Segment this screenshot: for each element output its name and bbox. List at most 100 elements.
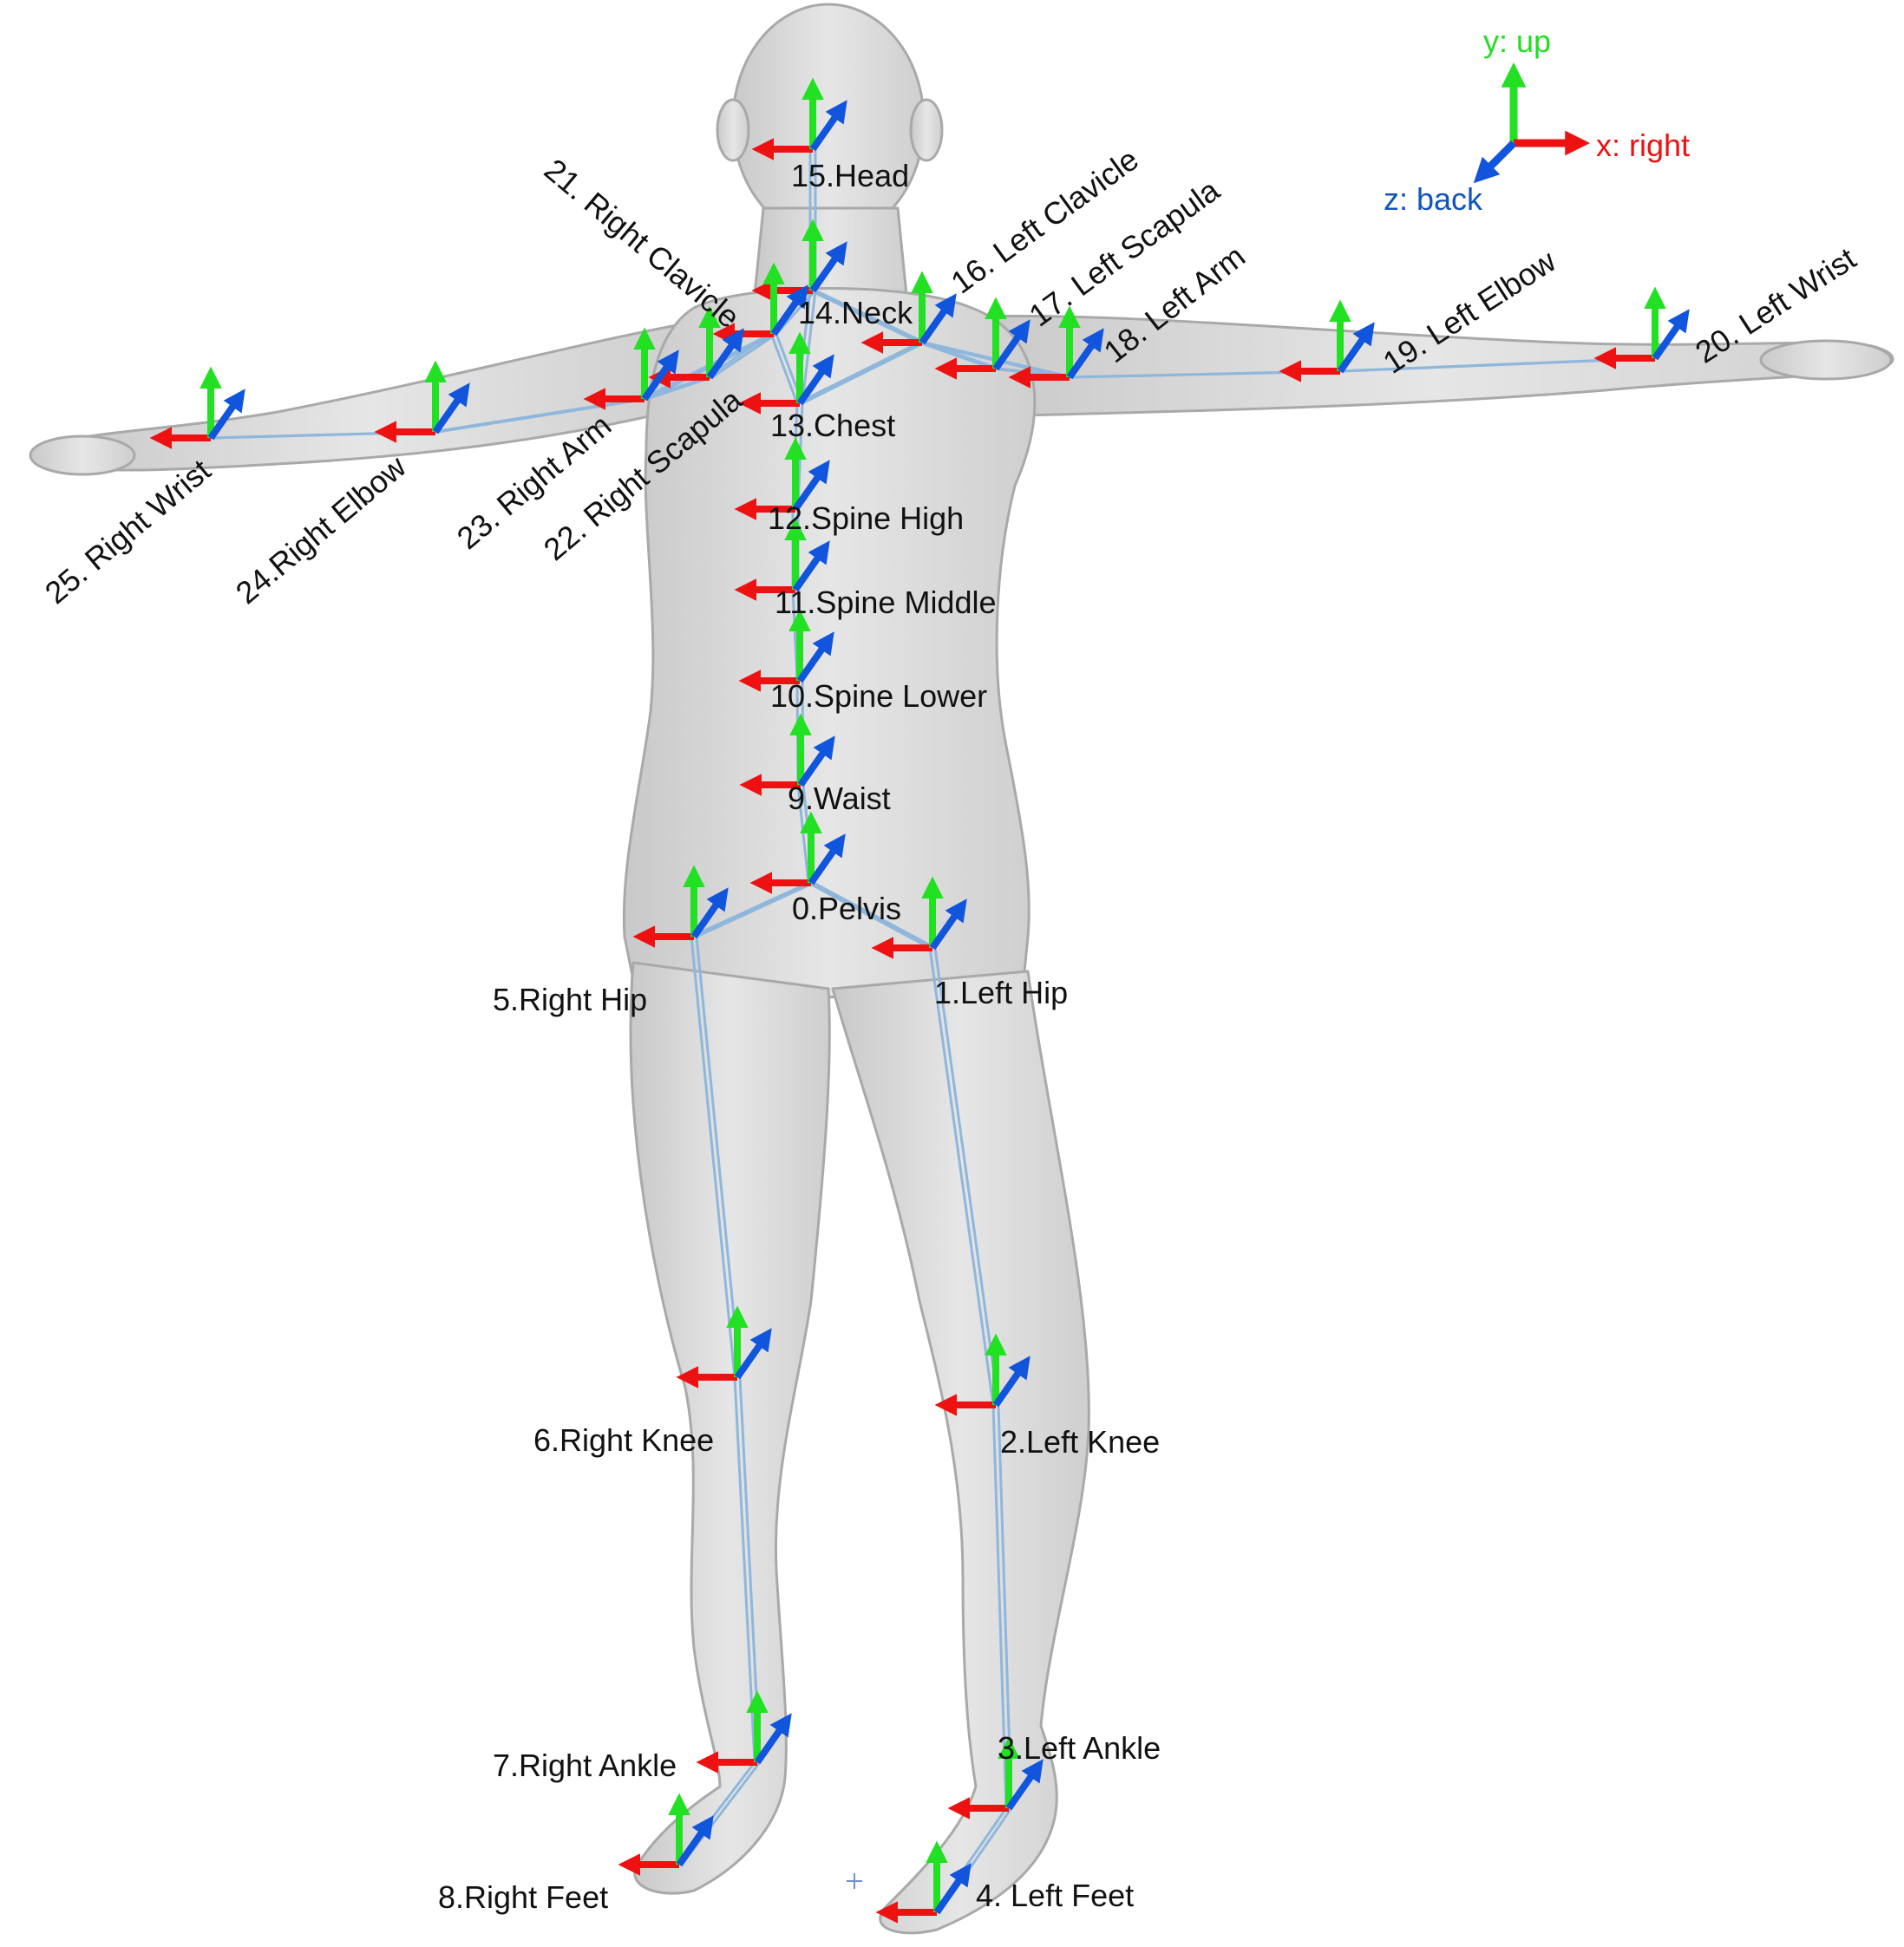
joint-right-wrist-z-arrow (207, 389, 245, 441)
joint-left-clavicle (860, 271, 957, 354)
legend-z-arrow (1473, 140, 1517, 184)
body-ear-right (716, 98, 750, 162)
bone-neck-to-left-clavicle (809, 289, 920, 344)
body-right-leg (629, 961, 831, 1895)
crosshair-icon (847, 1873, 862, 1889)
joint-spine-middle (734, 518, 830, 601)
joint-left-arm-z-arrow (1066, 328, 1104, 380)
joint-label-right-clavicle: 21. Right Clavicle (538, 152, 747, 335)
joint-label-right-knee: 6.Right Knee (533, 1422, 714, 1458)
joint-label-right-hip: 5.Right Hip (493, 982, 647, 1017)
joint-waist (739, 713, 835, 796)
bone-left-clavicle-to-left-scapula (919, 341, 994, 370)
bone-left-hip-to-left-knee (933, 947, 1000, 1406)
joint-label-neck: 14.Neck (798, 295, 913, 330)
joint-left-clavicle-z-arrow (919, 293, 957, 345)
joint-left-arm (1008, 305, 1104, 389)
joint-spine-high (734, 437, 830, 520)
bone-pelvis-to-right-hip (690, 881, 809, 938)
bone-pelvis-to-left-hip (808, 881, 931, 950)
legend-x-label: x: right (1596, 127, 1690, 163)
joint-left-knee-z-arrow (992, 1356, 1031, 1408)
body-ear-left (909, 98, 944, 162)
joint-right-knee (676, 1305, 772, 1388)
joint-left-ankle (947, 1736, 1044, 1820)
bone-right-hip-to-right-knee (690, 936, 736, 1378)
joint-right-arm (583, 327, 679, 410)
bone-right-clavicle-to-right-scapula (711, 332, 777, 379)
joint-label-right-feet: 8.Right Feet (438, 1879, 608, 1915)
joint-spine-lower (738, 609, 834, 692)
joint-label-left-ankle: 3.Left Ankle (998, 1730, 1161, 1766)
joint-right-scapula (648, 305, 744, 389)
joint-axes-layer (149, 77, 1690, 1924)
bone-chest-to-right-clavicle (769, 333, 799, 404)
bone-pelvis-to-left-hip (813, 881, 936, 950)
legend-y-label: y: up (1483, 23, 1551, 59)
joint-label-right-wrist: 25. Right Wrist (38, 452, 218, 611)
joint-right-ankle (696, 1690, 792, 1774)
joint-label-left-knee: 2.Left Knee (1000, 1424, 1160, 1460)
bone-right-hip-to-right-knee (695, 936, 742, 1378)
joint-label-spine-middle: 11.Spine Middle (775, 585, 997, 620)
joint-right-elbow-z-arrow (432, 382, 470, 434)
joint-right-knee-z-arrow (734, 1328, 772, 1380)
joint-head (751, 77, 847, 160)
joint-left-feet-z-arrow (933, 1863, 972, 1915)
bone-pelvis-to-waist (796, 784, 810, 884)
joint-right-elbow (374, 360, 470, 443)
joint-left-ankle-z-arrow (1005, 1759, 1044, 1811)
bone-left-hip-to-left-knee (928, 947, 995, 1406)
axis-legend: y: up x: right z: back (1384, 23, 1690, 217)
joint-spine-middle-z-arrow (792, 540, 830, 592)
joint-right-hip (632, 865, 729, 948)
skeleton-bones (207, 149, 1659, 1913)
joint-label-right-elbow: 24.Right Elbow (229, 448, 414, 611)
body-right-hand (29, 434, 136, 476)
bone-right-scapula-to-right-arm (646, 376, 713, 401)
joint-label-pelvis: 0.Pelvis (792, 891, 901, 926)
bone-neck-to-left-clavicle (815, 289, 926, 344)
joint-label-left-hip: 1.Left Hip (934, 975, 1068, 1010)
body-neck (753, 206, 908, 297)
joint-right-hip-z-arrow (690, 887, 729, 939)
joint-right-clavicle-z-arrow (770, 284, 808, 336)
joint-left-hip-z-arrow (929, 898, 967, 951)
joint-label-waist: 9.Waist (788, 781, 891, 816)
joint-spine-high-z-arrow (792, 460, 830, 512)
joint-head-z-arrow (809, 100, 847, 152)
joint-right-feet (618, 1793, 714, 1876)
joint-chest (738, 331, 834, 415)
bone-right-arm-to-right-elbow (437, 397, 648, 434)
joint-left-knee (934, 1333, 1031, 1416)
joint-pelvis-z-arrow (808, 833, 846, 885)
joint-label-head: 15.Head (791, 158, 909, 193)
joint-left-wrist-z-arrow (1652, 309, 1690, 361)
joint-right-arm-z-arrow (641, 350, 679, 402)
joint-right-scapula-z-arrow (706, 328, 744, 380)
joint-waist-z-arrow (797, 735, 835, 787)
joint-right-wrist (149, 366, 245, 449)
legend-z-label: z: back (1384, 181, 1483, 217)
body-left-leg (831, 970, 1090, 1935)
joint-right-ankle-z-arrow (754, 1713, 792, 1765)
joint-neck-z-arrow (809, 241, 847, 293)
joint-left-elbow (1279, 299, 1375, 382)
joint-chest-z-arrow (796, 354, 834, 406)
joint-label-right-ankle: 7.Right Ankle (493, 1748, 677, 1783)
bone-chest-to-left-clavicle (796, 341, 920, 405)
joint-spine-lower-z-arrow (796, 631, 834, 683)
joint-left-scapula (934, 297, 1031, 380)
bone-chest-to-left-clavicle (802, 341, 926, 405)
joint-left-feet (875, 1840, 972, 1924)
joint-right-feet-z-arrow (676, 1815, 714, 1867)
joint-label-spine-high: 12.Spine High (768, 500, 964, 536)
joint-left-scapula-z-arrow (992, 319, 1031, 371)
joint-left-elbow-z-arrow (1337, 322, 1375, 374)
joint-label-chest: 13.Chest (770, 408, 895, 443)
bone-pelvis-to-right-hip (696, 881, 815, 938)
joint-left-wrist (1593, 286, 1690, 369)
joint-left-hip (871, 876, 967, 959)
body-left-hand (1759, 339, 1893, 381)
